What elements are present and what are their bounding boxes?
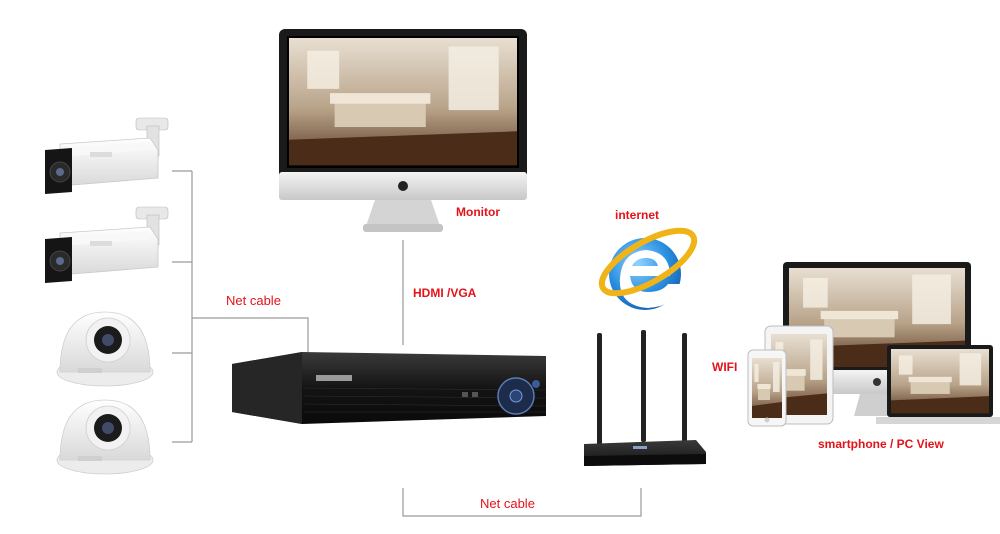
internet-label: internet: [615, 208, 660, 222]
wifi-router: [584, 330, 706, 466]
dvr-to-router-wire: [402, 488, 642, 517]
dome-camera: [56, 399, 154, 475]
smartphone-pc-view-label: smartphone / PC View: [818, 437, 944, 451]
wifi-label: WIFI: [712, 360, 738, 374]
camera-wiring: [172, 170, 309, 443]
apple-logo-icon: [398, 181, 408, 191]
camera-to-dvr-wire: [192, 317, 309, 352]
bullet-camera: [45, 117, 169, 194]
dome-camera: [56, 311, 154, 387]
net-cable-left-label: Net cable: [226, 293, 281, 308]
laptop: [876, 345, 1000, 424]
desktop-monitor: [279, 29, 527, 232]
smartphone: [747, 349, 787, 427]
internet-explorer-icon: [598, 227, 698, 310]
bullet-camera: [45, 206, 169, 283]
client-devices: [747, 262, 1000, 427]
net-cable-bottom-label: Net cable: [480, 496, 535, 511]
monitor-label: Monitor: [456, 205, 500, 219]
hdmi-vga-label: HDMI /VGA: [413, 286, 477, 300]
dvr-recorder: [232, 352, 547, 424]
